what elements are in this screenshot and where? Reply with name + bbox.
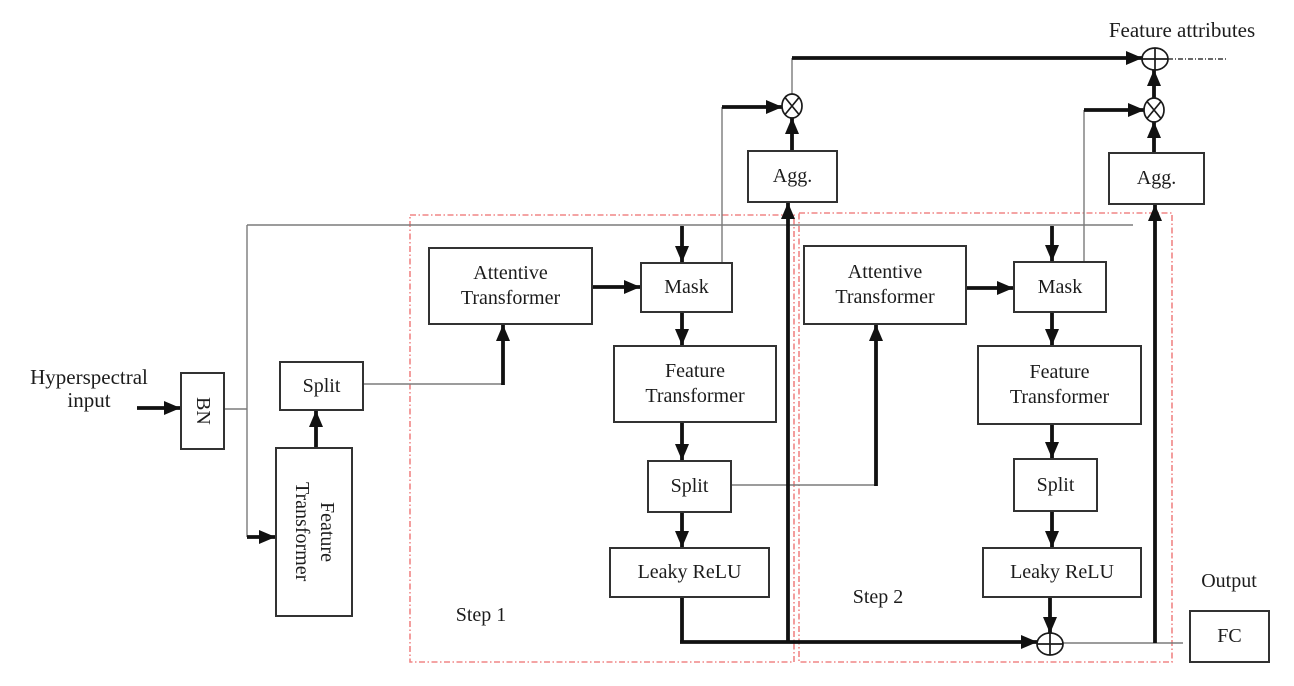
step2-mask-box: Mask xyxy=(1013,261,1107,313)
step2-attentive-transformer-box: Attentive Transformer xyxy=(803,245,967,325)
feature-attributes-sum-node xyxy=(1141,47,1169,71)
routing-lines xyxy=(225,58,1183,644)
step1-agg-box: Agg. xyxy=(747,150,838,203)
step1-split-box: Split xyxy=(647,460,732,513)
step2-agg-box: Agg. xyxy=(1108,152,1205,205)
initial-feature-transformer-box: Feature Transformer xyxy=(275,447,353,617)
step1-boundary xyxy=(409,214,795,663)
hyperspectral-input-label: Hyperspectral input xyxy=(30,365,148,412)
feature-attributes-label: Feature attributes xyxy=(1108,18,1256,42)
step2-leaky-relu-box: Leaky ReLU xyxy=(982,547,1142,598)
multiply-node-step2 xyxy=(1143,97,1165,123)
step2-feature-transformer-box: Feature Transformer xyxy=(977,345,1142,425)
initial-split-box: Split xyxy=(279,361,364,411)
bn-box: BN xyxy=(180,372,225,450)
output-sum-node xyxy=(1036,632,1064,656)
flow-lines xyxy=(137,51,1162,649)
step1-leaky-relu-box: Leaky ReLU xyxy=(609,547,770,598)
step2-boundary xyxy=(798,212,1173,663)
step2-label: Step 2 xyxy=(852,586,904,608)
multiply-node-step1 xyxy=(781,93,803,119)
step1-label: Step 1 xyxy=(455,604,507,626)
step2-split-box: Split xyxy=(1013,458,1098,512)
fc-box: FC xyxy=(1189,610,1270,663)
step1-mask-box: Mask xyxy=(640,262,733,313)
step1-attentive-transformer-box: Attentive Transformer xyxy=(428,247,593,325)
output-label: Output xyxy=(1201,570,1257,592)
step1-feature-transformer-box: Feature Transformer xyxy=(613,345,777,423)
